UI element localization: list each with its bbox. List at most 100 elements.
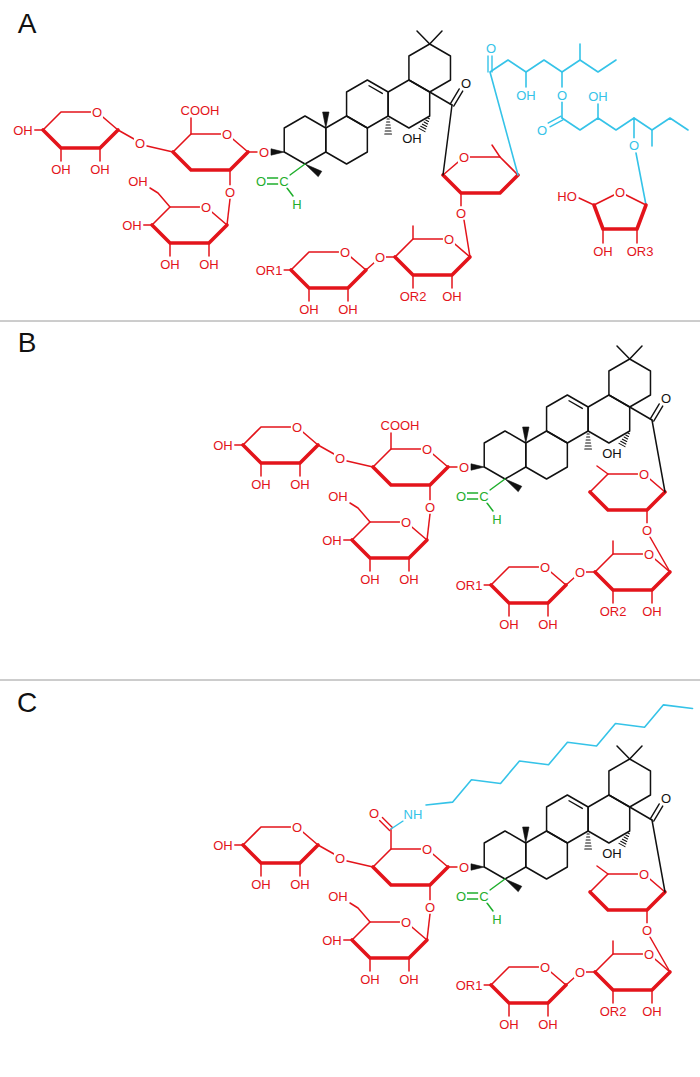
ring-oxygen: O: [539, 961, 551, 974]
bond-line: [318, 445, 334, 454]
ring-oxygen: O: [614, 186, 626, 199]
bond-line: [585, 448, 592, 449]
bond-line: [491, 585, 566, 603]
link-oxygen: O: [455, 207, 467, 220]
bond-line: [491, 567, 566, 585]
bond-line: [99, 148, 101, 161]
bond-line: [448, 466, 457, 468]
bond-line: [60, 148, 62, 161]
atom-label: OR3: [626, 245, 655, 258]
bond-line: [260, 463, 262, 476]
bond-line: [651, 130, 653, 146]
bond-line: [487, 56, 488, 72]
bond-line: [391, 821, 403, 829]
bond-line: [347, 288, 349, 301]
bond-line: [585, 445, 591, 446]
bond-line: [429, 885, 431, 900]
atom-label: OH: [327, 490, 349, 503]
atom-label: OH: [537, 1018, 559, 1031]
panel-letter: B: [16, 329, 39, 357]
atom-label: OH: [250, 478, 272, 491]
ring-oxygen: O: [643, 548, 655, 561]
ring-oxygen: O: [638, 868, 650, 881]
atom-label: OH: [289, 878, 311, 891]
aldehyde-oxygen: O: [455, 890, 467, 903]
bond-line: [427, 914, 430, 940]
atom-label: OR2: [599, 605, 628, 618]
bond-line: [291, 270, 366, 288]
bond-line: [233, 444, 243, 446]
bond-line: [190, 118, 192, 134]
bond-line: [422, 124, 426, 126]
bond-line: [590, 492, 665, 510]
ester-oxygen: O: [556, 89, 568, 102]
bond-line: [417, 31, 430, 44]
bond-line: [118, 130, 134, 139]
atom-label: OR2: [599, 1005, 628, 1018]
atom-label: OH: [50, 163, 72, 176]
bond-line: [429, 485, 431, 500]
bond-line: [652, 820, 665, 892]
wedge-bond: [523, 827, 529, 843]
bond-line: [588, 395, 630, 443]
bond-line: [386, 256, 395, 258]
link-oxygen: O: [334, 452, 346, 465]
bond-line: [390, 829, 392, 849]
bond-line: [233, 844, 243, 846]
atom-label: OH: [212, 439, 234, 452]
bond-line: [0, 680, 700, 681]
bond-line: [454, 91, 463, 106]
bond-line: [287, 188, 293, 196]
bond-line: [408, 958, 410, 971]
bond-line: [590, 892, 665, 910]
bond-line: [595, 972, 670, 990]
bond-line: [633, 118, 635, 138]
bond-line: [484, 431, 526, 479]
bond-line: [586, 842, 591, 843]
atom-label: OH: [498, 618, 520, 631]
bond-line: [586, 439, 590, 440]
wedge-bond: [471, 464, 484, 470]
bond-line: [412, 226, 414, 239]
bond-line: [43, 112, 118, 130]
bond-line: [388, 80, 430, 128]
aldehyde-hydrogen: H: [491, 513, 502, 526]
link-oxygen: O: [424, 501, 436, 514]
carbonyl-oxygen: O: [660, 392, 672, 405]
ring-oxygen: O: [400, 916, 412, 929]
ring-oxygen: O: [339, 246, 351, 259]
bond-line: [450, 89, 459, 104]
ether-oxygen: O: [628, 139, 640, 152]
bond-line: [602, 229, 604, 243]
aldehyde-hydrogen: H: [491, 913, 502, 926]
ring-oxygen: O: [443, 233, 455, 246]
wedge-bond: [505, 479, 522, 492]
bond-line: [630, 807, 652, 820]
link-oxygen: O: [574, 966, 586, 979]
bond-line: [654, 806, 663, 821]
atom-label: OH: [89, 163, 111, 176]
bond-line: [624, 837, 628, 839]
bond-line: [651, 990, 653, 1003]
hydroxyl-group: OH: [401, 132, 423, 145]
bond-line: [490, 879, 505, 890]
bond-line: [579, 44, 581, 60]
bond-line: [426, 705, 693, 805]
atom-label: OR2: [399, 290, 428, 303]
bond-line: [612, 541, 614, 554]
bond-line: [508, 603, 510, 616]
bond-line: [612, 990, 614, 1003]
link-oxygen: O: [641, 924, 653, 937]
atom-label: OH: [321, 934, 343, 947]
bond-line: [248, 151, 257, 153]
bond-line: [408, 558, 410, 571]
bond-line: [484, 831, 526, 879]
bond-line: [626, 435, 629, 436]
bond-line: [350, 503, 370, 522]
bond-line: [208, 243, 210, 256]
carbonyl-oxygen: O: [660, 792, 672, 805]
bond-line: [283, 269, 291, 271]
bond-line: [587, 433, 589, 434]
